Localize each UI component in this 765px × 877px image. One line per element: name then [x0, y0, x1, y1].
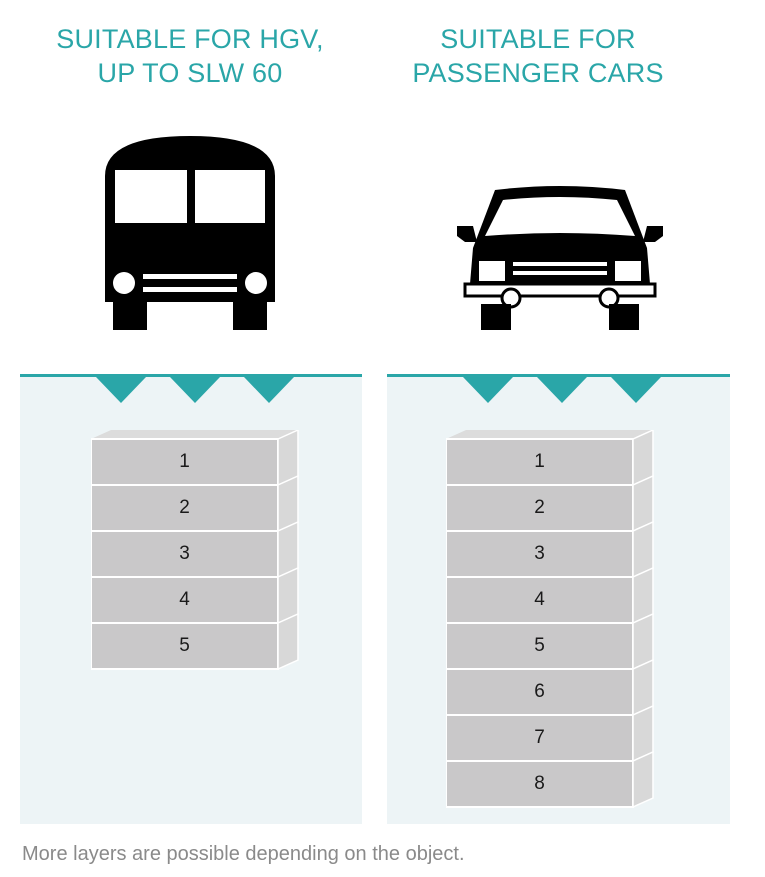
passenger-car-layer-label: 8 [534, 773, 545, 794]
hgv-surface-line [20, 374, 362, 377]
hgv-layer-label: 5 [179, 635, 190, 656]
footnote: More layers are possible depending on th… [22, 843, 465, 865]
bus-icon [105, 136, 275, 330]
passenger-car-load-indicator [463, 377, 661, 403]
passenger-car-layer-label: 6 [534, 681, 545, 702]
hgv-load-indicator [96, 377, 294, 403]
passenger-car-layer-face [446, 484, 634, 532]
hgv-layer-label: 4 [179, 589, 190, 610]
passenger-car-layer-label: 2 [534, 497, 545, 518]
passenger-car-surface-line [387, 374, 730, 377]
hgv-layer-side [277, 612, 299, 671]
hgv-layer-label: 1 [179, 451, 190, 472]
passenger-car-layer-face [446, 576, 634, 624]
passenger-car-title-line-1: SUITABLE FOR [440, 24, 636, 54]
passenger-car-layer-face [446, 714, 634, 762]
hgv-stack-graphic [91, 430, 299, 671]
hgv-title-line-2: UP TO SLW 60 [97, 58, 283, 88]
passenger-car-layer-label: 5 [534, 635, 545, 656]
passenger-car-layer-side [632, 750, 654, 809]
passenger-car-layer-label: 4 [534, 589, 545, 610]
passenger-car-layer-label: 1 [534, 451, 545, 472]
passenger-car-layer-label: 3 [534, 543, 545, 564]
hgv-layer-label: 3 [179, 543, 190, 564]
car-icon [457, 186, 663, 330]
hgv-layer-label: 2 [179, 497, 190, 518]
passenger-car-layer-face [446, 760, 634, 808]
passenger-car-stack-top [446, 430, 653, 439]
passenger-car-title: SUITABLE FOR PASSENGER CARS [388, 22, 688, 90]
passenger-car-layer-label: 7 [534, 727, 545, 748]
hgv-title: SUITABLE FOR HGV, UP TO SLW 60 [20, 22, 360, 90]
passenger-car-stack-graphic [446, 430, 654, 809]
hgv-title-line-1: SUITABLE FOR HGV, [56, 24, 324, 54]
hgv-stack-top [91, 430, 298, 439]
passenger-car-layer-face [446, 530, 634, 578]
hgv-layer-face [91, 576, 279, 624]
hgv-layer-face [91, 622, 279, 670]
passenger-car-title-line-2: PASSENGER CARS [412, 58, 664, 88]
hgv-layer-face [91, 530, 279, 578]
